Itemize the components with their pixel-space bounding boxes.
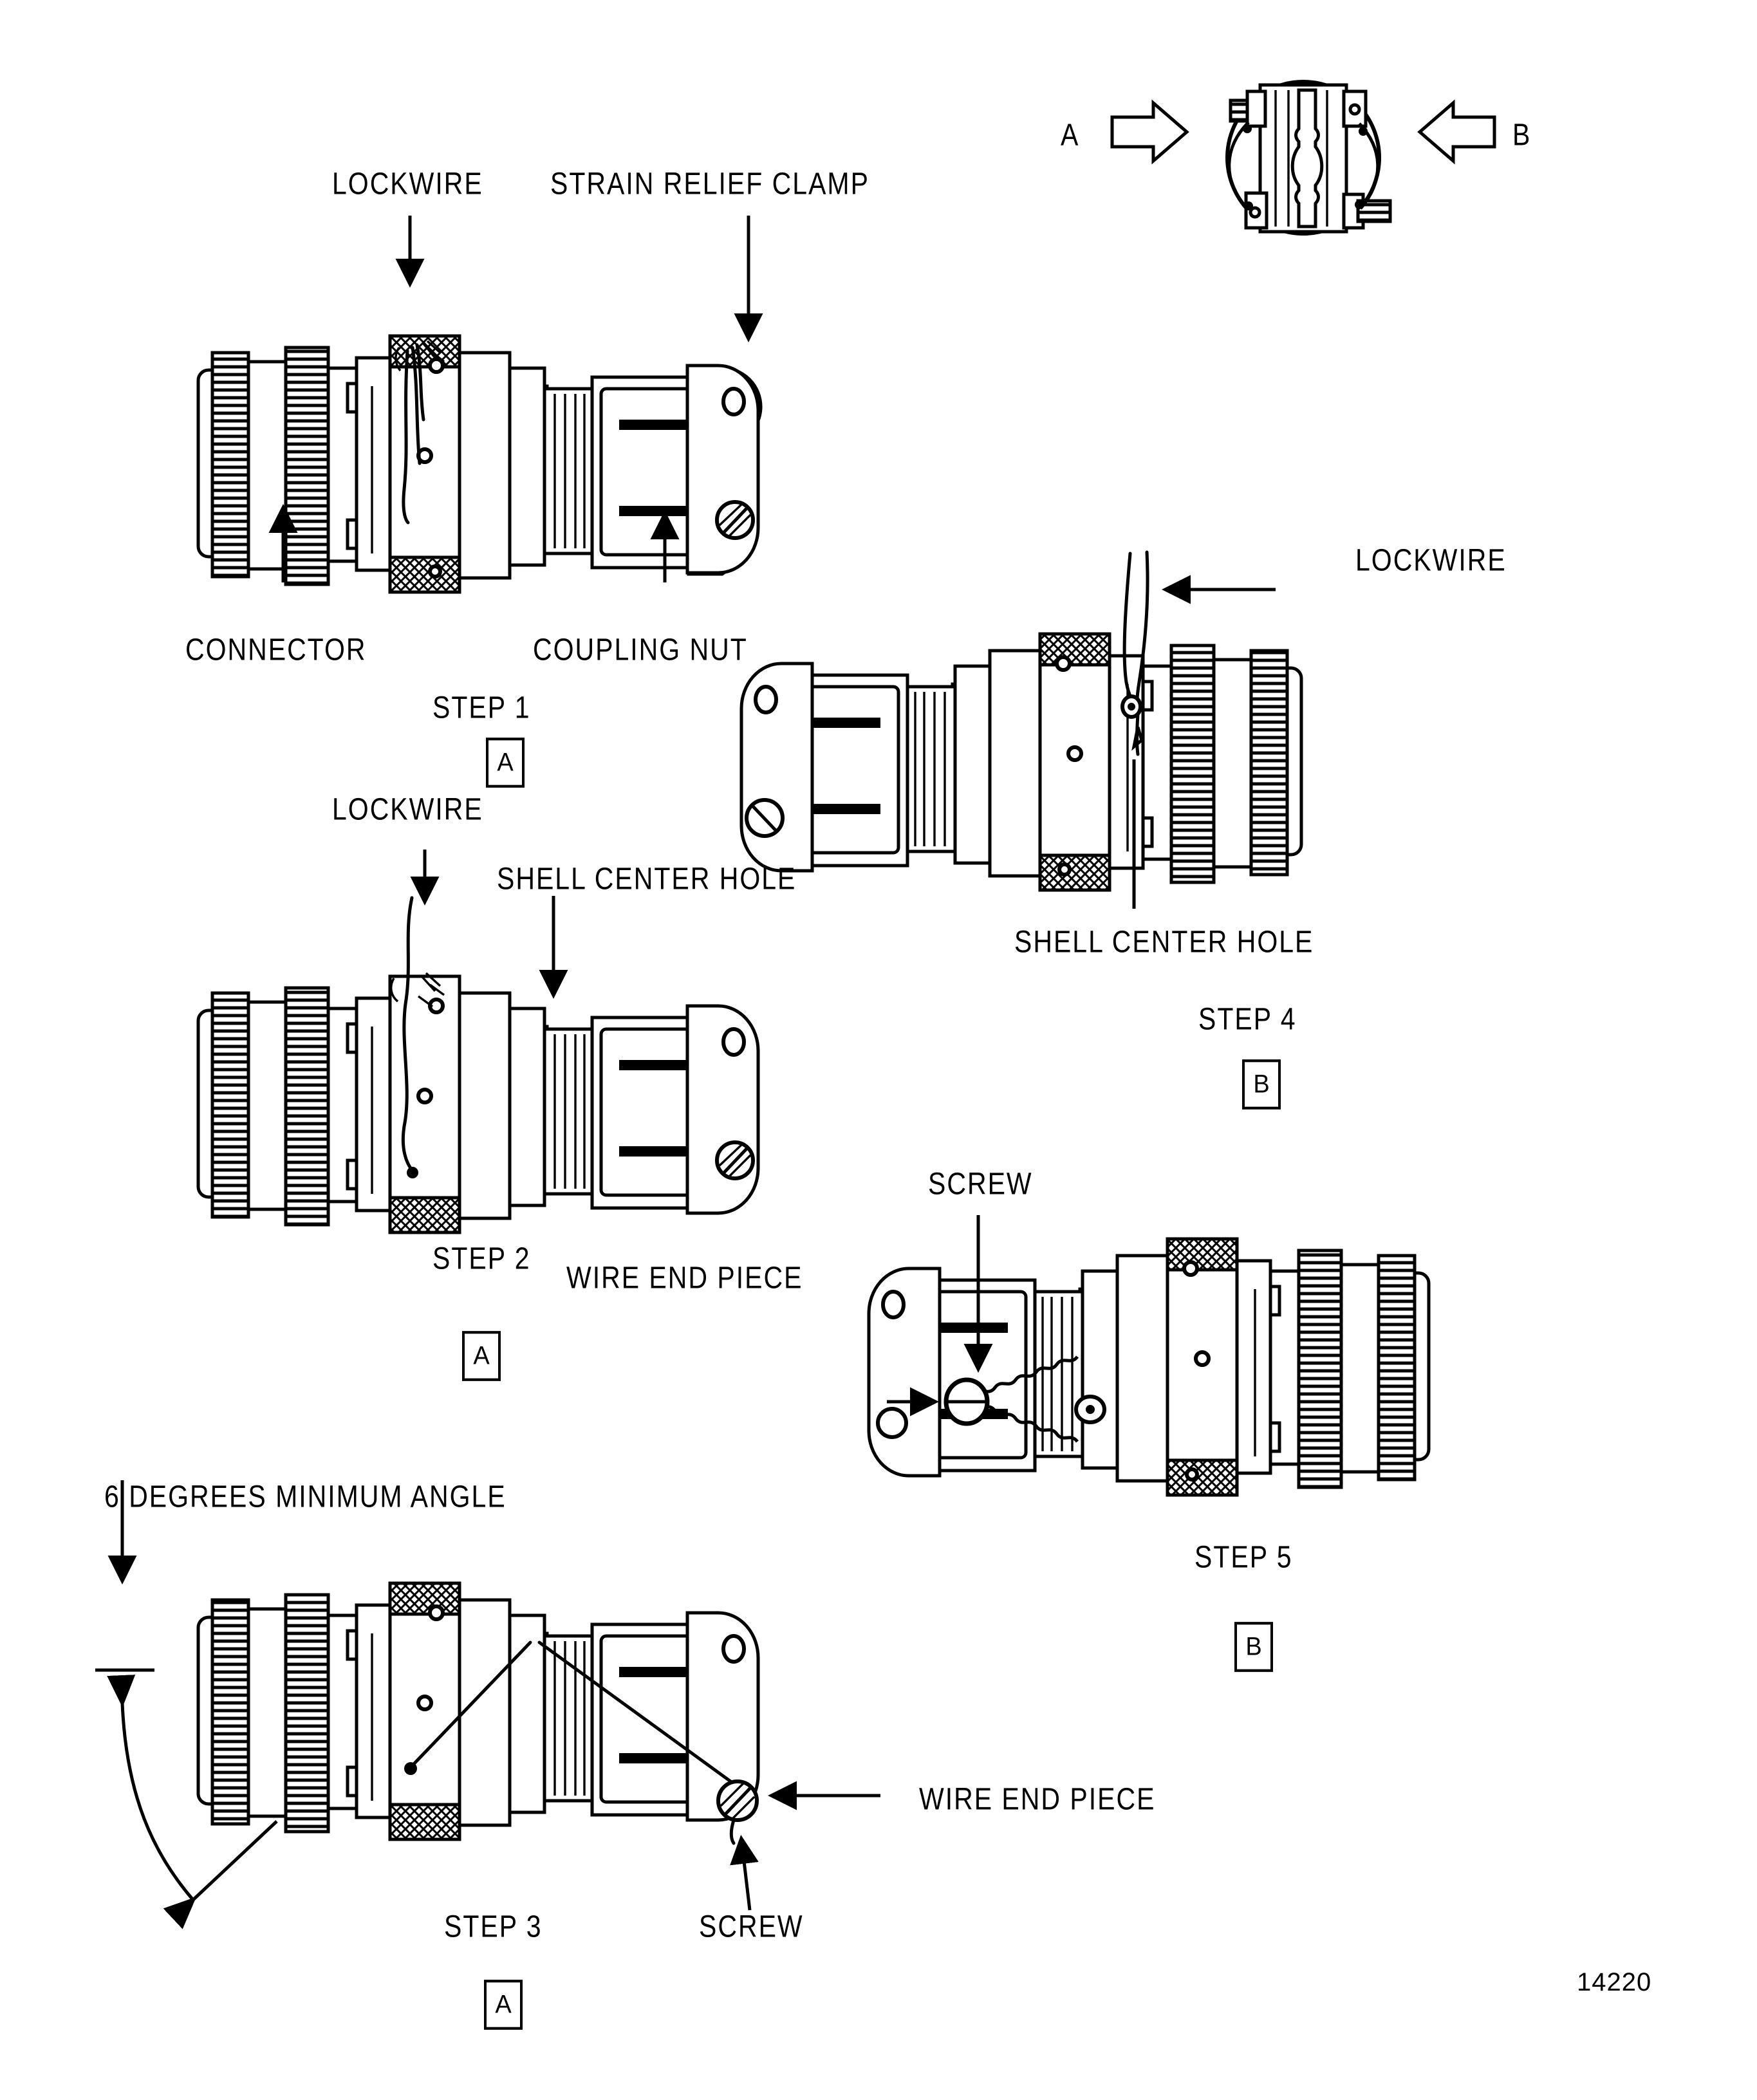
step2-connector-assembly [196,896,760,1234]
angle-ray [163,1820,278,1929]
step1-connector-assembly [196,334,763,594]
caption-step-2: STEP 2 [432,1241,531,1276]
view-tag-a-step3: A [484,1980,523,2030]
key-letter-b: B [1512,117,1532,153]
step4-lockwire [1120,550,1149,756]
caption-step-1: STEP 1 [432,690,531,725]
label-connector: CONNECTOR [185,632,367,667]
step4-callout-leaders [1132,575,1276,909]
label-screw-step5: SCREW [928,1166,1033,1202]
figure-number: 14220 [1577,1968,1652,1996]
label-screw-step3: SCREW [699,1909,804,1944]
screw-leader-step3 [730,1835,759,1911]
view-tag-a-step1: A [486,738,525,788]
caption-step-4: STEP 4 [1198,1001,1297,1037]
label-wire-end-piece-step3: WIRE END PIECE [919,1781,1156,1817]
step1-callout-leaders [268,216,763,582]
step4-connector-assembly [739,632,1303,892]
key-letter-a: A [1061,117,1080,153]
end-view-key-diagram [1110,80,1496,236]
label-lockwire-step4: LOCKWIRE [1355,543,1507,578]
label-shell-center-hole-step4: SHELL CENTER HOLE [1014,924,1314,960]
step3-callout-leaders [730,1781,880,1911]
step3-angle-annotation [95,1480,278,1929]
label-lockwire-step2: LOCKWIRE [332,792,483,827]
view-arrow-a [1110,99,1189,165]
view-tag-b-step4: B [1242,1059,1281,1110]
step5-callout-leaders [887,1215,993,1417]
step3-connector-assembly [196,1581,760,1845]
label-wire-end-piece-step5: WIRE END PIECE [566,1260,803,1296]
caption-step-3: STEP 3 [444,1909,543,1944]
label-minimum-angle: 6 DEGREES MINIMUM ANGLE [104,1479,507,1514]
view-tag-b-step5: B [1234,1622,1273,1672]
step5-connector-assembly [867,1237,1431,1497]
step5-lockwire-twist [944,1355,1106,1443]
step2-callout-leaders [410,850,568,999]
view-arrow-b [1417,99,1496,165]
label-shell-center-hole-step2: SHELL CENTER HOLE [497,861,797,897]
label-strain-relief-clamp: STRAIN RELIEF CLAMP [550,166,869,201]
caption-step-5: STEP 5 [1195,1539,1293,1575]
label-coupling-nut: COUPLING NUT [533,632,748,667]
label-lockwire-step1: LOCKWIRE [332,166,483,201]
angle-arc [107,1675,194,1901]
view-tag-a-step2: A [462,1331,501,1381]
